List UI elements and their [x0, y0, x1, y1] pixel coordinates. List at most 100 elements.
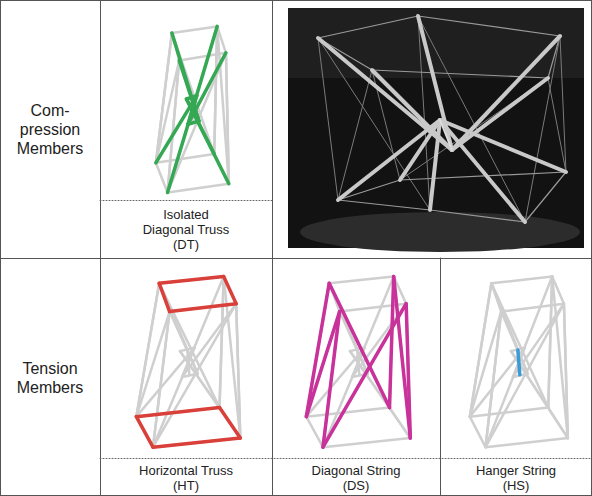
photo-string: [418, 16, 560, 36]
frame-member: [159, 283, 169, 311]
table-cell: Diagonal String (DS): [272, 459, 440, 496]
frame-member: [224, 277, 241, 439]
highlight-member: [188, 121, 199, 124]
photo-string: [318, 38, 338, 200]
photo-ground: [288, 8, 584, 248]
frame-member: [156, 154, 214, 163]
frame-member: [168, 96, 197, 193]
frame-member: [390, 277, 394, 408]
dotted-rule: [100, 458, 592, 459]
frame-member: [182, 277, 224, 378]
frame-member: [226, 53, 229, 184]
frame-member: [470, 283, 492, 416]
frame-member: [513, 304, 564, 377]
photo-floor: [300, 212, 580, 252]
highlight-member: [136, 408, 219, 417]
photo-strut: [452, 78, 548, 150]
frame-member: [491, 277, 552, 284]
member-caption: Isolated Diagonal Truss (DT): [136, 207, 236, 252]
photo: [288, 8, 584, 252]
table-cell: Horizontal Truss (HT): [100, 459, 272, 496]
frame-member: [306, 417, 323, 448]
photo-string: [318, 38, 430, 210]
frame-member: [136, 283, 159, 416]
frame-member: [170, 304, 237, 312]
frame-member: [323, 438, 410, 447]
frame-member: [214, 26, 217, 154]
frame-member: [329, 277, 393, 284]
frame-member: [306, 408, 389, 417]
highlight-member: [323, 312, 340, 448]
member-caption: Hanger String (HS): [466, 463, 566, 493]
photo-string: [338, 200, 430, 210]
photo-string: [430, 210, 525, 222]
photo-string: [418, 16, 525, 222]
table-cell: Tension Members: [0, 259, 100, 496]
column-rule: [272, 0, 273, 496]
frame-member: [394, 277, 411, 439]
highlight-member: [187, 96, 197, 99]
frame-member: [548, 277, 552, 408]
frame-member: [470, 417, 486, 448]
truss-figure: [306, 277, 410, 448]
frame-member: [179, 53, 226, 61]
photo-string: [318, 16, 418, 38]
member-caption: Diagonal String (DS): [306, 463, 406, 493]
row-header: Tension Members: [10, 359, 90, 397]
frame-member: [220, 277, 224, 408]
photo-strut: [400, 120, 440, 180]
photo-hanger: [440, 120, 452, 150]
highlight-member: [390, 277, 394, 408]
highlight-member: [159, 283, 169, 311]
photo-string: [525, 172, 566, 222]
frame-member: [486, 438, 568, 447]
photo-strut: [440, 120, 566, 172]
truss-figure: [136, 277, 240, 448]
frame-member: [513, 277, 552, 378]
frame-member: [470, 408, 548, 417]
frame-member: [168, 184, 229, 193]
frame-member: [491, 283, 527, 373]
frame-member: [564, 304, 568, 438]
highlight-member: [170, 304, 237, 312]
highlight-member: [394, 277, 411, 439]
photo-strut: [372, 70, 452, 150]
photo-strut: [440, 120, 525, 222]
highlight-member: [220, 408, 241, 439]
row-header: Com- pression Members: [10, 101, 90, 158]
frame-member: [187, 350, 189, 375]
frame-member: [136, 312, 169, 417]
highlight-member: [306, 283, 329, 416]
frame-member: [136, 283, 159, 416]
frame-member: [501, 312, 527, 374]
frame-member: [214, 26, 217, 154]
column-rule: [440, 258, 441, 496]
frame-member: [518, 350, 520, 375]
frame-member: [552, 277, 568, 439]
highlight-member: [168, 96, 197, 193]
column-rule: [100, 0, 101, 496]
frame-member: [159, 283, 219, 407]
photo-string: [338, 70, 372, 200]
table-cell: Com- pression Members: [0, 0, 100, 258]
frame-member: [226, 53, 229, 184]
frame-member: [548, 277, 552, 408]
frame-member: [220, 277, 224, 408]
frame-member: [153, 438, 240, 447]
dotted-rule: [100, 200, 272, 201]
frame-member: [136, 408, 219, 417]
frame-member: [486, 348, 525, 447]
highlight-member: [159, 277, 223, 284]
frame-member: [170, 312, 198, 374]
highlight-member: [518, 350, 520, 375]
frame-member: [357, 350, 359, 375]
highlight-member: [136, 417, 153, 448]
highlight-member: [153, 438, 240, 447]
frame-member: [136, 417, 153, 448]
truss-figure: [470, 277, 568, 448]
highlight-member: [224, 277, 236, 304]
frame-member: [179, 61, 199, 122]
